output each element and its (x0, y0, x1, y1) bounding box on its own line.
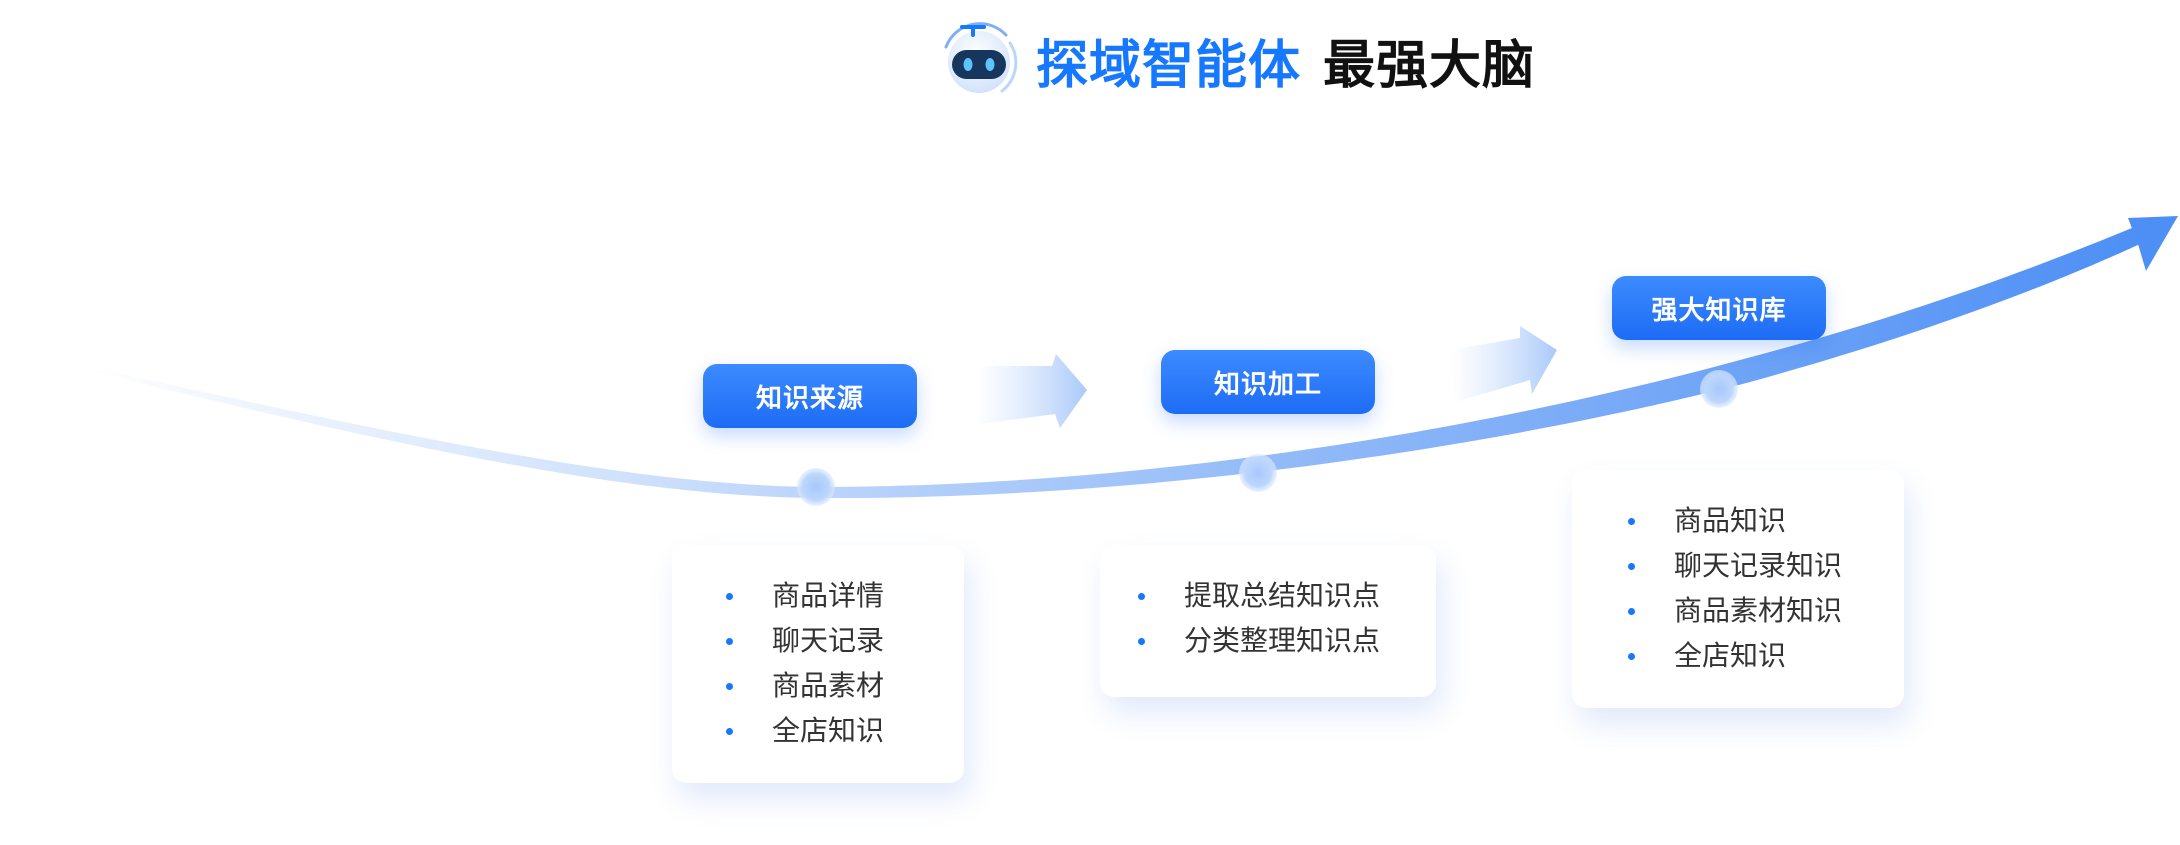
item-list: 商品详情 聊天记录 商品素材 全店知识 (726, 573, 964, 753)
item-list: 商品知识 聊天记录知识 商品素材知识 全店知识 (1628, 498, 1904, 678)
page-header: 探域智能体 最强大脑 (936, 10, 1535, 110)
curve-band (90, 228, 2140, 499)
stage-arrow-2-icon (1450, 326, 1557, 402)
list-item: 商品素材知识 (1628, 588, 1904, 633)
list-item: 商品详情 (726, 573, 964, 618)
list-item: 商品知识 (1628, 498, 1904, 543)
item-list: 提取总结知识点 分类整理知识点 (1138, 573, 1436, 663)
list-item: 聊天记录知识 (1628, 543, 1904, 588)
list-item: 商品素材 (726, 663, 964, 708)
stage-card-knowledge-base: 商品知识 聊天记录知识 商品素材知识 全店知识 (1572, 470, 1904, 708)
curve-arrowhead-icon (2128, 216, 2178, 271)
stage-badge-knowledge-source: 知识来源 (703, 364, 917, 428)
list-item: 提取总结知识点 (1138, 573, 1436, 618)
curve-node-2 (1239, 454, 1277, 492)
list-item: 聊天记录 (726, 618, 964, 663)
stage-card-knowledge-source: 商品详情 聊天记录 商品素材 全店知识 (672, 545, 964, 783)
curve-node-3 (1700, 370, 1738, 408)
list-item: 分类整理知识点 (1138, 618, 1436, 663)
brand-title: 探域智能体 (1036, 35, 1302, 96)
stage-card-knowledge-processing: 提取总结知识点 分类整理知识点 (1100, 545, 1436, 697)
stage-badge-knowledge-base: 强大知识库 (1612, 276, 1826, 340)
stage-badge-knowledge-processing: 知识加工 (1161, 350, 1375, 414)
curve-node-1 (797, 468, 835, 506)
list-item: 全店知识 (1628, 633, 1904, 678)
title-suffix: 最强大脑 (1323, 35, 1536, 96)
list-item: 全店知识 (726, 708, 964, 753)
robot-icon (944, 22, 1018, 93)
stage-arrow-1-icon (976, 354, 1087, 428)
